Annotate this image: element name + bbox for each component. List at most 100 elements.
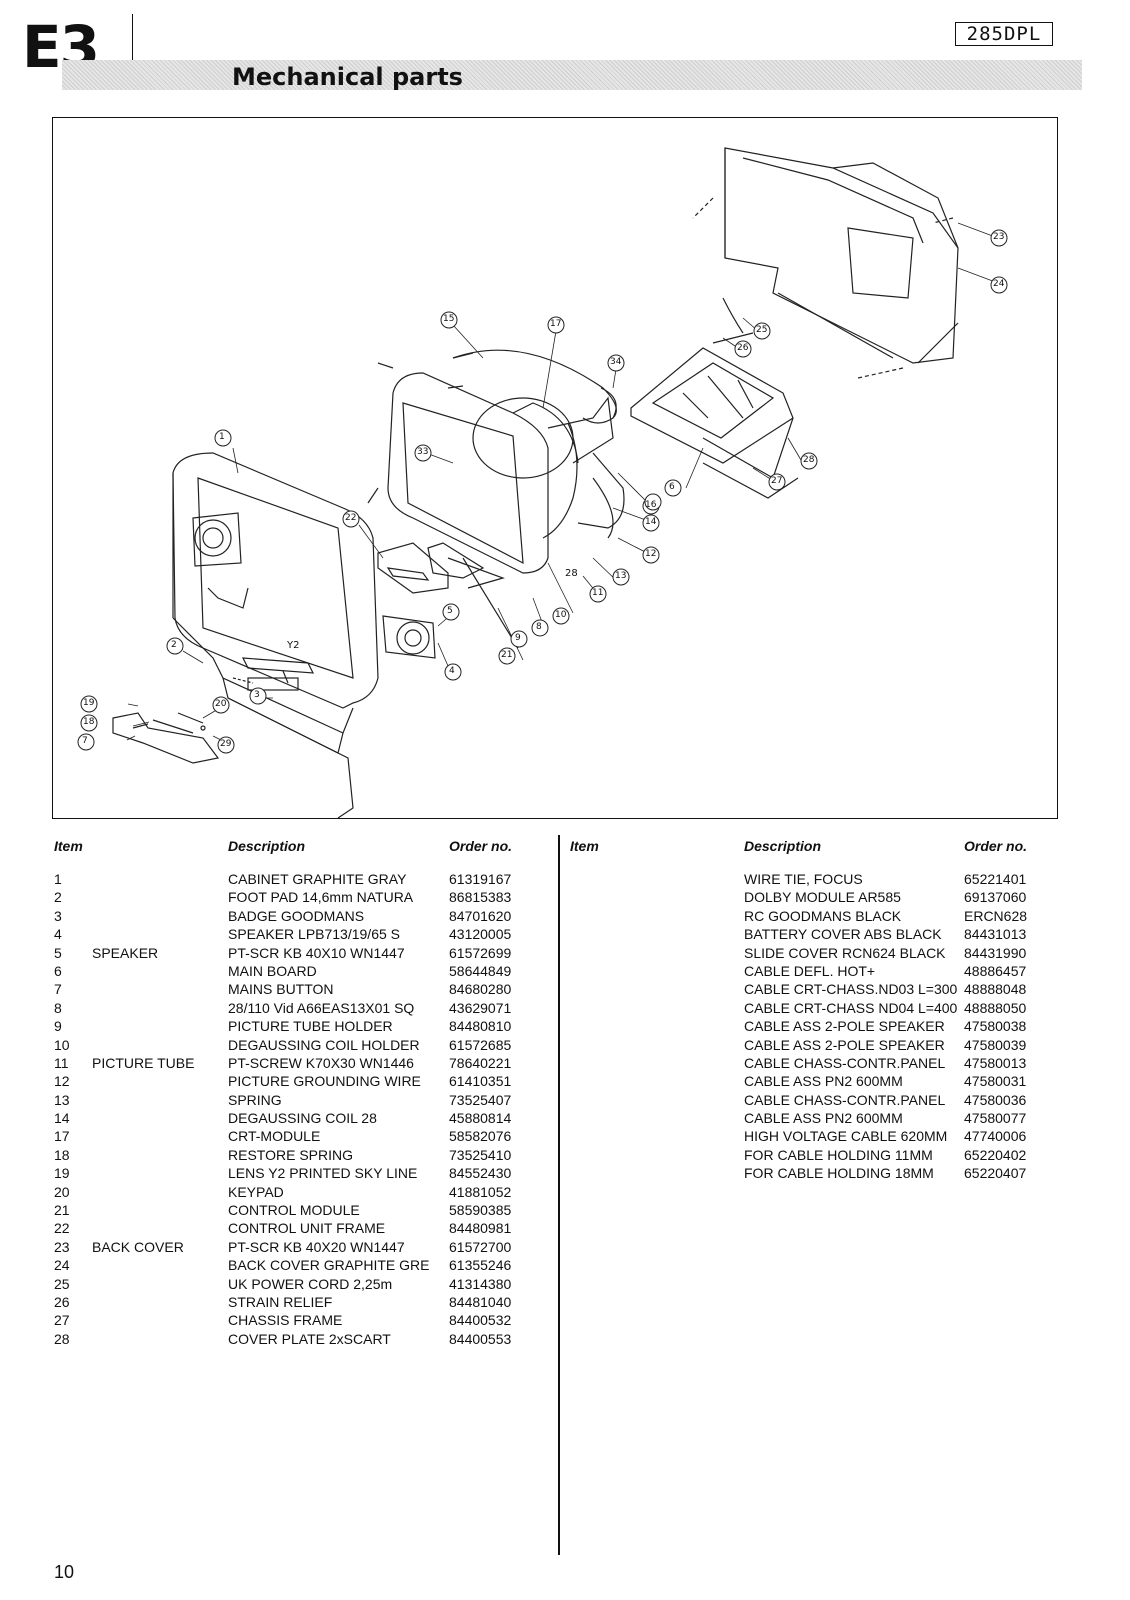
callout-23: 23 bbox=[993, 232, 1005, 242]
part-description: CABLE ASS 2-POLE SPEAKER bbox=[744, 1018, 945, 1035]
order-number: 84400532 bbox=[449, 1312, 512, 1329]
order-number: 84480981 bbox=[449, 1220, 512, 1237]
exploded-view-diagram: 1 2 3 4 5 6 7 8 9 10 11 12 13 14 15 16 1… bbox=[52, 117, 1058, 819]
item-number: 23 bbox=[54, 1238, 70, 1255]
part-description: SPEAKER LPB713/19/65 S bbox=[228, 926, 400, 943]
item-number: 11 bbox=[54, 1054, 69, 1071]
callout-8: 8 bbox=[536, 622, 542, 632]
part-description: 28/110 Vid A66EAS13X01 SQ bbox=[228, 999, 415, 1016]
order-number: 58590385 bbox=[449, 1202, 512, 1219]
order-number: 48888050 bbox=[964, 999, 1027, 1016]
parts-row: CABLE DEFL. HOT+48886457 bbox=[570, 962, 1070, 980]
callout-13: 13 bbox=[615, 571, 627, 581]
item-number: 26 bbox=[54, 1293, 70, 1310]
item-number: 19 bbox=[54, 1165, 70, 1182]
part-description: PICTURE GROUNDING WIRE bbox=[228, 1073, 421, 1090]
callout-22: 22 bbox=[345, 513, 357, 523]
exploded-view-drawing bbox=[77, 147, 1008, 818]
part-description: CABINET GRAPHITE GRAY bbox=[228, 871, 407, 887]
part-description: CRT-MODULE bbox=[228, 1128, 321, 1145]
callout-9: 9 bbox=[515, 633, 521, 643]
page-title: Mechanical parts bbox=[232, 63, 463, 91]
part-description: BATTERY COVER ABS BLACK bbox=[744, 926, 942, 943]
item-number: 14 bbox=[54, 1110, 70, 1127]
front-cabinet-drawing bbox=[172, 452, 436, 818]
callout-18: 18 bbox=[83, 717, 95, 727]
item-number: 27 bbox=[54, 1312, 70, 1329]
order-number: 84400553 bbox=[449, 1330, 512, 1347]
left-order-no-header: Order no. bbox=[449, 838, 513, 854]
part-description: CONTROL MODULE bbox=[228, 1202, 360, 1219]
right-item-header: Item bbox=[570, 838, 599, 854]
part-description: CABLE DEFL. HOT+ bbox=[744, 962, 876, 979]
order-number: 47580031 bbox=[964, 1073, 1027, 1090]
part-description: CABLE CRT-CHASS ND04 L=400 bbox=[744, 999, 958, 1016]
right-order-no-header: Order no. bbox=[964, 838, 1028, 854]
parts-row: CABLE CRT-CHASS ND04 L=400 48888050 bbox=[570, 999, 1070, 1017]
part-description: BADGE GOODMANS bbox=[228, 907, 365, 924]
callout-25: 25 bbox=[756, 325, 768, 335]
parts-row: 7 MAINS BUTTON 84680280 bbox=[54, 980, 534, 998]
callout-24: 24 bbox=[993, 279, 1005, 289]
order-number: 65221401 bbox=[964, 871, 1027, 887]
order-number: 45880814 bbox=[449, 1110, 512, 1127]
callout-20: 20 bbox=[215, 699, 227, 709]
part-description: PICTURE TUBE HOLDER bbox=[228, 1018, 393, 1035]
part-description: CABLE CRT-CHASS.ND03 L=300 bbox=[744, 981, 958, 998]
order-number: ERCN628 bbox=[964, 907, 1028, 924]
order-number: 84701620 bbox=[449, 907, 512, 924]
order-number: 84431013 bbox=[964, 926, 1027, 943]
order-number: 41314380 bbox=[449, 1275, 512, 1292]
part-description: PT-SCREW K70X30 WN1446 bbox=[228, 1054, 414, 1071]
callout-26: 26 bbox=[737, 343, 749, 353]
group-label: PICTURE TUBE bbox=[92, 1054, 195, 1071]
order-number: 86815383 bbox=[449, 889, 512, 906]
part-description: SPRING bbox=[228, 1091, 282, 1108]
callout-10: 10 bbox=[555, 610, 567, 620]
callout-34: 34 bbox=[610, 357, 622, 367]
order-number: 61572685 bbox=[449, 1036, 512, 1053]
part-description: MAINS BUTTON bbox=[228, 981, 334, 998]
chassis-frame-drawing bbox=[630, 297, 799, 499]
callout-17: 17 bbox=[550, 319, 562, 329]
part-description: CHASSIS FRAME bbox=[228, 1312, 343, 1329]
order-number: 65220407 bbox=[964, 1165, 1027, 1182]
item-number: 7 bbox=[54, 981, 62, 998]
part-description: MAIN BOARD bbox=[228, 962, 317, 979]
order-number: 47740006 bbox=[964, 1128, 1027, 1145]
group-label: SPEAKER bbox=[92, 944, 159, 961]
item-number: 12 bbox=[54, 1073, 70, 1090]
part-description: CABLE CHASS-CONTR.PANEL bbox=[744, 1054, 946, 1071]
part-description: DOLBY MODULE AR585 bbox=[744, 889, 901, 906]
order-number: 84680280 bbox=[449, 981, 512, 998]
callout-33: 33 bbox=[417, 447, 429, 457]
keypad-lens-drawing bbox=[112, 712, 220, 764]
part-description: COVER PLATE 2xSCART bbox=[228, 1330, 391, 1347]
callout-6: 6 bbox=[669, 482, 675, 492]
order-number: 61319167 bbox=[449, 871, 512, 887]
part-description: CABLE ASS 2-POLE SPEAKER bbox=[744, 1036, 945, 1053]
part-description: CABLE ASS PN2 600MM bbox=[744, 1073, 903, 1090]
order-number: 73525410 bbox=[449, 1146, 512, 1163]
